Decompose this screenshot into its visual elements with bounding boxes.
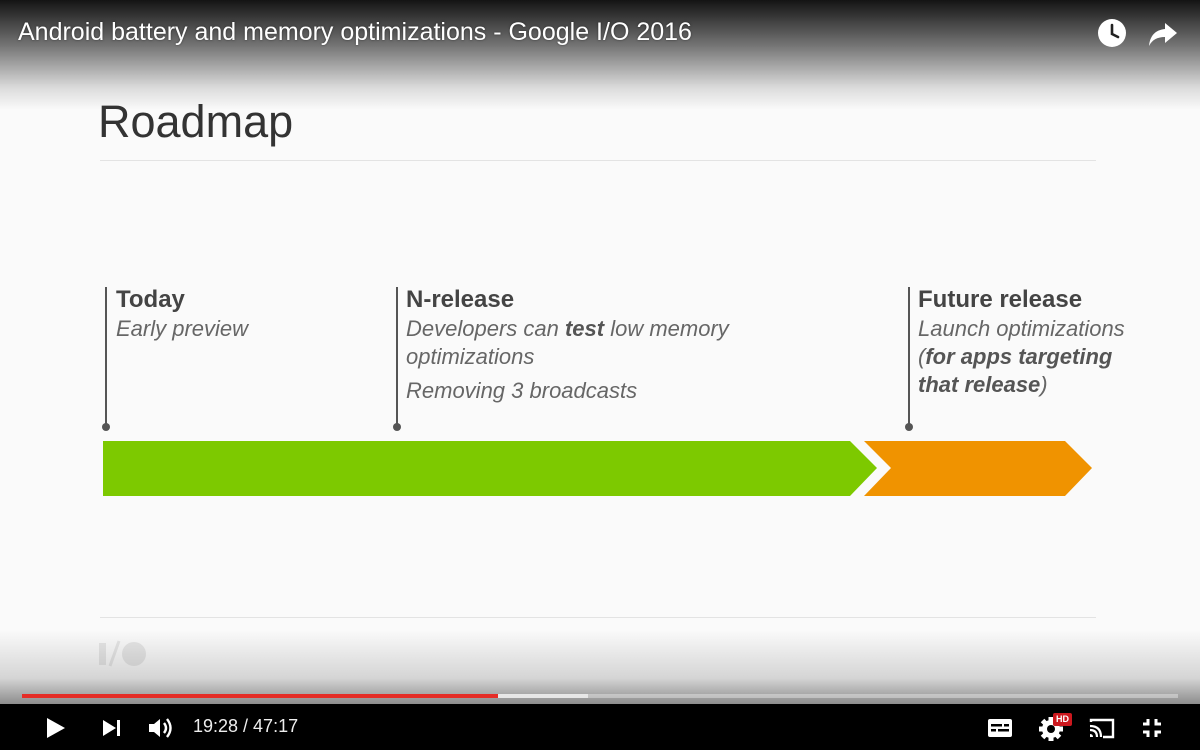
- slide-divider-top: [100, 160, 1096, 161]
- milestone-n-release-desc-line1: Developers can test low memory: [406, 316, 729, 341]
- milestone-today-heading: Today: [116, 286, 185, 313]
- future-phase-arrow: [864, 441, 1092, 496]
- progress-bar[interactable]: [22, 694, 1178, 698]
- milestone-future-line: [908, 287, 910, 427]
- milestone-n-release-heading: N-release: [406, 286, 515, 313]
- milestone-future-heading: Future release: [918, 286, 1083, 313]
- milestone-future-dot: [905, 423, 913, 431]
- milestone-n-release-line: [396, 287, 398, 427]
- watch-later-icon[interactable]: [1095, 16, 1129, 50]
- settings-icon: [1039, 717, 1063, 741]
- volume-button[interactable]: [143, 710, 179, 746]
- milestone-n-release-desc-line3: Removing 3 broadcasts: [406, 378, 638, 403]
- next-button[interactable]: [94, 710, 130, 746]
- next-icon: [103, 720, 120, 736]
- cast-icon: [1089, 718, 1115, 739]
- milestone-future-desc-line3: that release): [918, 372, 1048, 397]
- milestone-future-desc-line2: (for apps targeting: [918, 344, 1113, 369]
- subtitles-icon: [988, 719, 1012, 737]
- milestone-n-release-dot: [393, 423, 401, 431]
- current-phase-arrow: [103, 441, 877, 496]
- milestone-n-release-desc-line2: optimizations: [406, 344, 535, 369]
- milestone-today-line: [105, 287, 107, 427]
- play-button[interactable]: [37, 710, 73, 746]
- milestone-future-desc-line1: Launch optimizations: [918, 316, 1125, 341]
- slide-divider-bottom: [100, 617, 1096, 618]
- hd-badge: HD: [1053, 713, 1072, 726]
- top-overlay: [0, 0, 1200, 110]
- milestone-today-dot: [102, 423, 110, 431]
- time-display: 19:28 / 47:17: [193, 716, 299, 736]
- milestone-future: Future release Launch optimizations (for…: [918, 285, 1125, 399]
- volume-icon: [149, 718, 172, 738]
- cast-button[interactable]: [1083, 710, 1119, 746]
- exit-fullscreen-button[interactable]: [1134, 710, 1170, 746]
- milestone-n-release: N-release Developers can test low memory…: [406, 285, 729, 405]
- play-icon: [47, 718, 65, 738]
- milestone-today: Today Early preview: [116, 285, 248, 343]
- player-controls: 19:28 / 47:17 HD: [0, 704, 1200, 750]
- share-icon[interactable]: [1146, 16, 1180, 50]
- milestone-today-desc: Early preview: [116, 316, 249, 341]
- video-title[interactable]: Android battery and memory optimizations…: [18, 18, 692, 46]
- progress-played: [22, 694, 498, 698]
- exit-fullscreen-icon: [1143, 719, 1161, 737]
- settings-button[interactable]: [1033, 710, 1069, 746]
- subtitles-button[interactable]: [982, 710, 1018, 746]
